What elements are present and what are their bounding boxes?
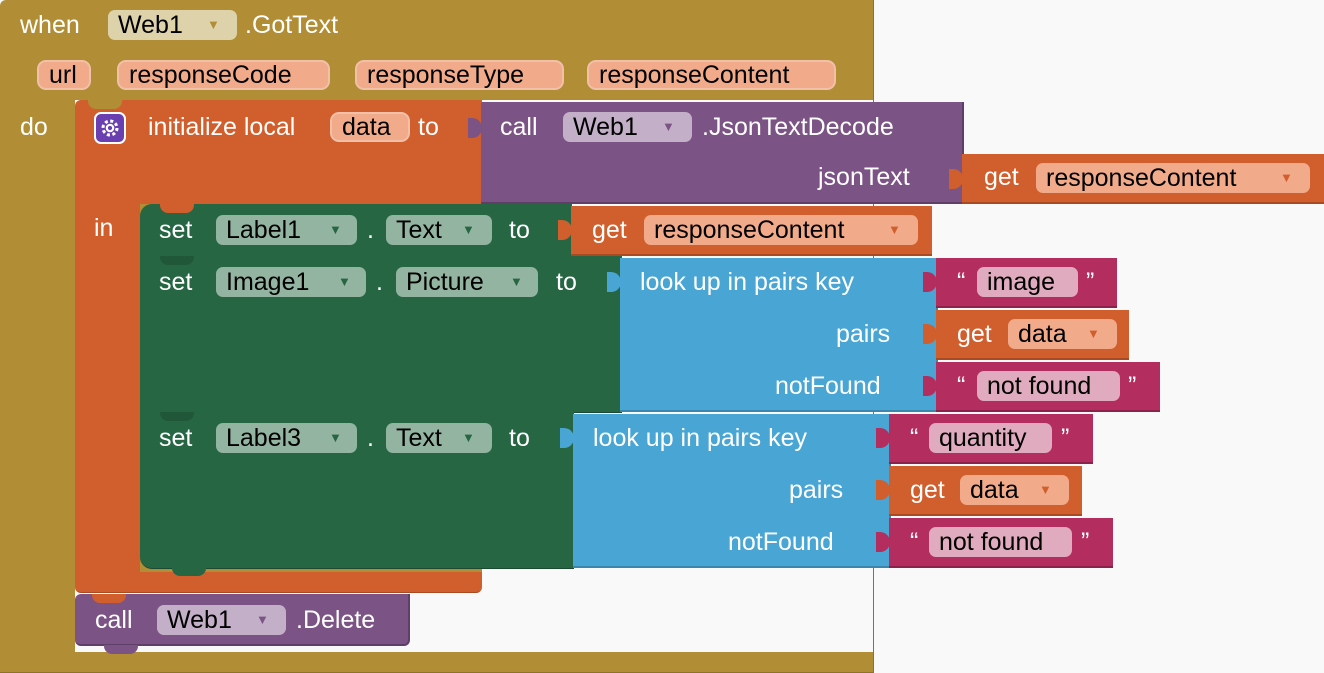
chevron-down-icon: ▼	[329, 222, 342, 237]
json-decode-method-label: .JsonTextDecode	[702, 113, 894, 141]
set2-component-dropdown[interactable]: Image1 ▼	[216, 267, 366, 297]
text-output-plug	[876, 532, 890, 552]
chevron-down-icon: ▼	[662, 119, 675, 134]
pairs-label: pairs	[789, 476, 844, 504]
text-value-field[interactable]: not found	[977, 371, 1120, 401]
do-label: do	[20, 113, 48, 141]
set-label: set	[159, 424, 193, 452]
text-value-field[interactable]: not found	[929, 527, 1072, 557]
chevron-down-icon: ▼	[1087, 326, 1100, 341]
text-value-field[interactable]: image	[977, 267, 1078, 297]
set3-component-dropdown[interactable]: Label3 ▼	[216, 423, 357, 453]
top-nub	[88, 100, 122, 109]
text-output-plug	[876, 428, 890, 448]
text-output-plug	[923, 376, 937, 396]
set-label: set	[159, 216, 193, 244]
get-output-plug	[876, 480, 890, 500]
close-quote: ”	[1128, 372, 1137, 400]
top-nub	[92, 594, 126, 603]
notfound-label: notFound	[775, 372, 881, 400]
lookup-label: look up in pairs key	[640, 268, 855, 296]
param-response-content[interactable]: responseContent	[587, 60, 836, 90]
get-output-plug	[558, 220, 572, 240]
set3-property-dropdown[interactable]: Text ▼	[386, 423, 492, 453]
chevron-down-icon: ▼	[256, 612, 269, 627]
param-response-code[interactable]: responseCode	[117, 60, 330, 90]
chevron-down-icon: ▼	[462, 222, 475, 237]
set-label: set	[159, 268, 193, 296]
json-decode-output-plug	[468, 118, 482, 138]
open-quote: “	[957, 372, 966, 400]
set2-to-label: to	[556, 268, 577, 296]
json-decode-component-dropdown[interactable]: Web1 ▼	[563, 112, 692, 142]
get-var-dropdown[interactable]: responseContent ▼	[644, 215, 918, 245]
init-to-label: to	[418, 113, 439, 141]
chevron-down-icon: ▼	[462, 430, 475, 445]
event-component-dropdown[interactable]: Web1 ▼	[108, 10, 237, 40]
event-name-label: .GotText	[245, 11, 339, 39]
set1-property-dropdown[interactable]: Text ▼	[386, 215, 492, 245]
close-quote: ”	[1086, 268, 1095, 296]
lookup-in-pairs-block-2[interactable]	[573, 414, 891, 568]
get-var-dropdown[interactable]: data ▼	[1008, 319, 1117, 349]
notfound-label: notFound	[728, 528, 834, 556]
lookup-in-pairs-block-1[interactable]	[620, 258, 938, 412]
open-quote: “	[910, 424, 919, 452]
pairs-label: pairs	[836, 320, 891, 348]
open-quote: “	[910, 528, 919, 556]
chevron-down-icon: ▼	[510, 274, 523, 289]
param-response-type[interactable]: responseType	[355, 60, 564, 90]
delete-component-dropdown[interactable]: Web1 ▼	[157, 605, 286, 635]
lookup-output-plug	[607, 272, 621, 292]
when-label: when	[20, 11, 80, 39]
chevron-down-icon: ▼	[1280, 170, 1293, 185]
get-var-dropdown[interactable]: responseContent ▼	[1036, 163, 1310, 193]
local-var-name-field[interactable]: data	[330, 112, 410, 142]
get-label: get	[984, 163, 1019, 191]
init-in-label: in	[94, 214, 114, 242]
bottom-nub	[172, 567, 206, 576]
lookup-label: look up in pairs key	[593, 424, 808, 452]
get-var-dropdown[interactable]: data ▼	[960, 475, 1069, 505]
top-nub	[160, 204, 194, 213]
set1-dot: .	[367, 216, 374, 244]
call-label: call	[500, 113, 538, 141]
gear-icon[interactable]	[94, 112, 126, 144]
set2-property-dropdown[interactable]: Picture ▼	[396, 267, 538, 297]
get-output-plug	[923, 324, 937, 344]
get-label: get	[957, 320, 992, 348]
open-quote: “	[957, 268, 966, 296]
get-output-plug	[949, 169, 963, 189]
chevron-down-icon: ▼	[329, 430, 342, 445]
set1-component-dropdown[interactable]: Label1 ▼	[216, 215, 357, 245]
chevron-down-icon: ▼	[888, 222, 901, 237]
lookup-output-plug	[560, 428, 574, 448]
json-text-arg-label: jsonText	[818, 163, 910, 191]
close-quote: ”	[1061, 424, 1070, 452]
text-value-field[interactable]: quantity	[929, 423, 1052, 453]
initialize-local-label: initialize local	[148, 113, 296, 141]
delete-method-label: .Delete	[296, 606, 376, 634]
top-nub	[160, 412, 194, 421]
chevron-down-icon: ▼	[338, 274, 351, 289]
chevron-down-icon: ▼	[1039, 482, 1052, 497]
get-label: get	[910, 476, 945, 504]
param-url[interactable]: url	[37, 60, 91, 90]
set1-to-label: to	[509, 216, 530, 244]
call-label: call	[95, 606, 133, 634]
get-label: get	[592, 216, 627, 244]
set2-dot: .	[376, 268, 383, 296]
top-nub	[160, 256, 194, 265]
set-label3-text-block[interactable]	[140, 412, 574, 569]
set3-dot: .	[367, 424, 374, 452]
set3-to-label: to	[509, 424, 530, 452]
event-bottom-arm	[75, 652, 873, 672]
text-output-plug	[923, 272, 937, 292]
close-quote: ”	[1081, 528, 1090, 556]
chevron-down-icon: ▼	[207, 17, 220, 32]
json-decode-call-block[interactable]	[481, 102, 964, 204]
bottom-nub	[104, 645, 138, 654]
